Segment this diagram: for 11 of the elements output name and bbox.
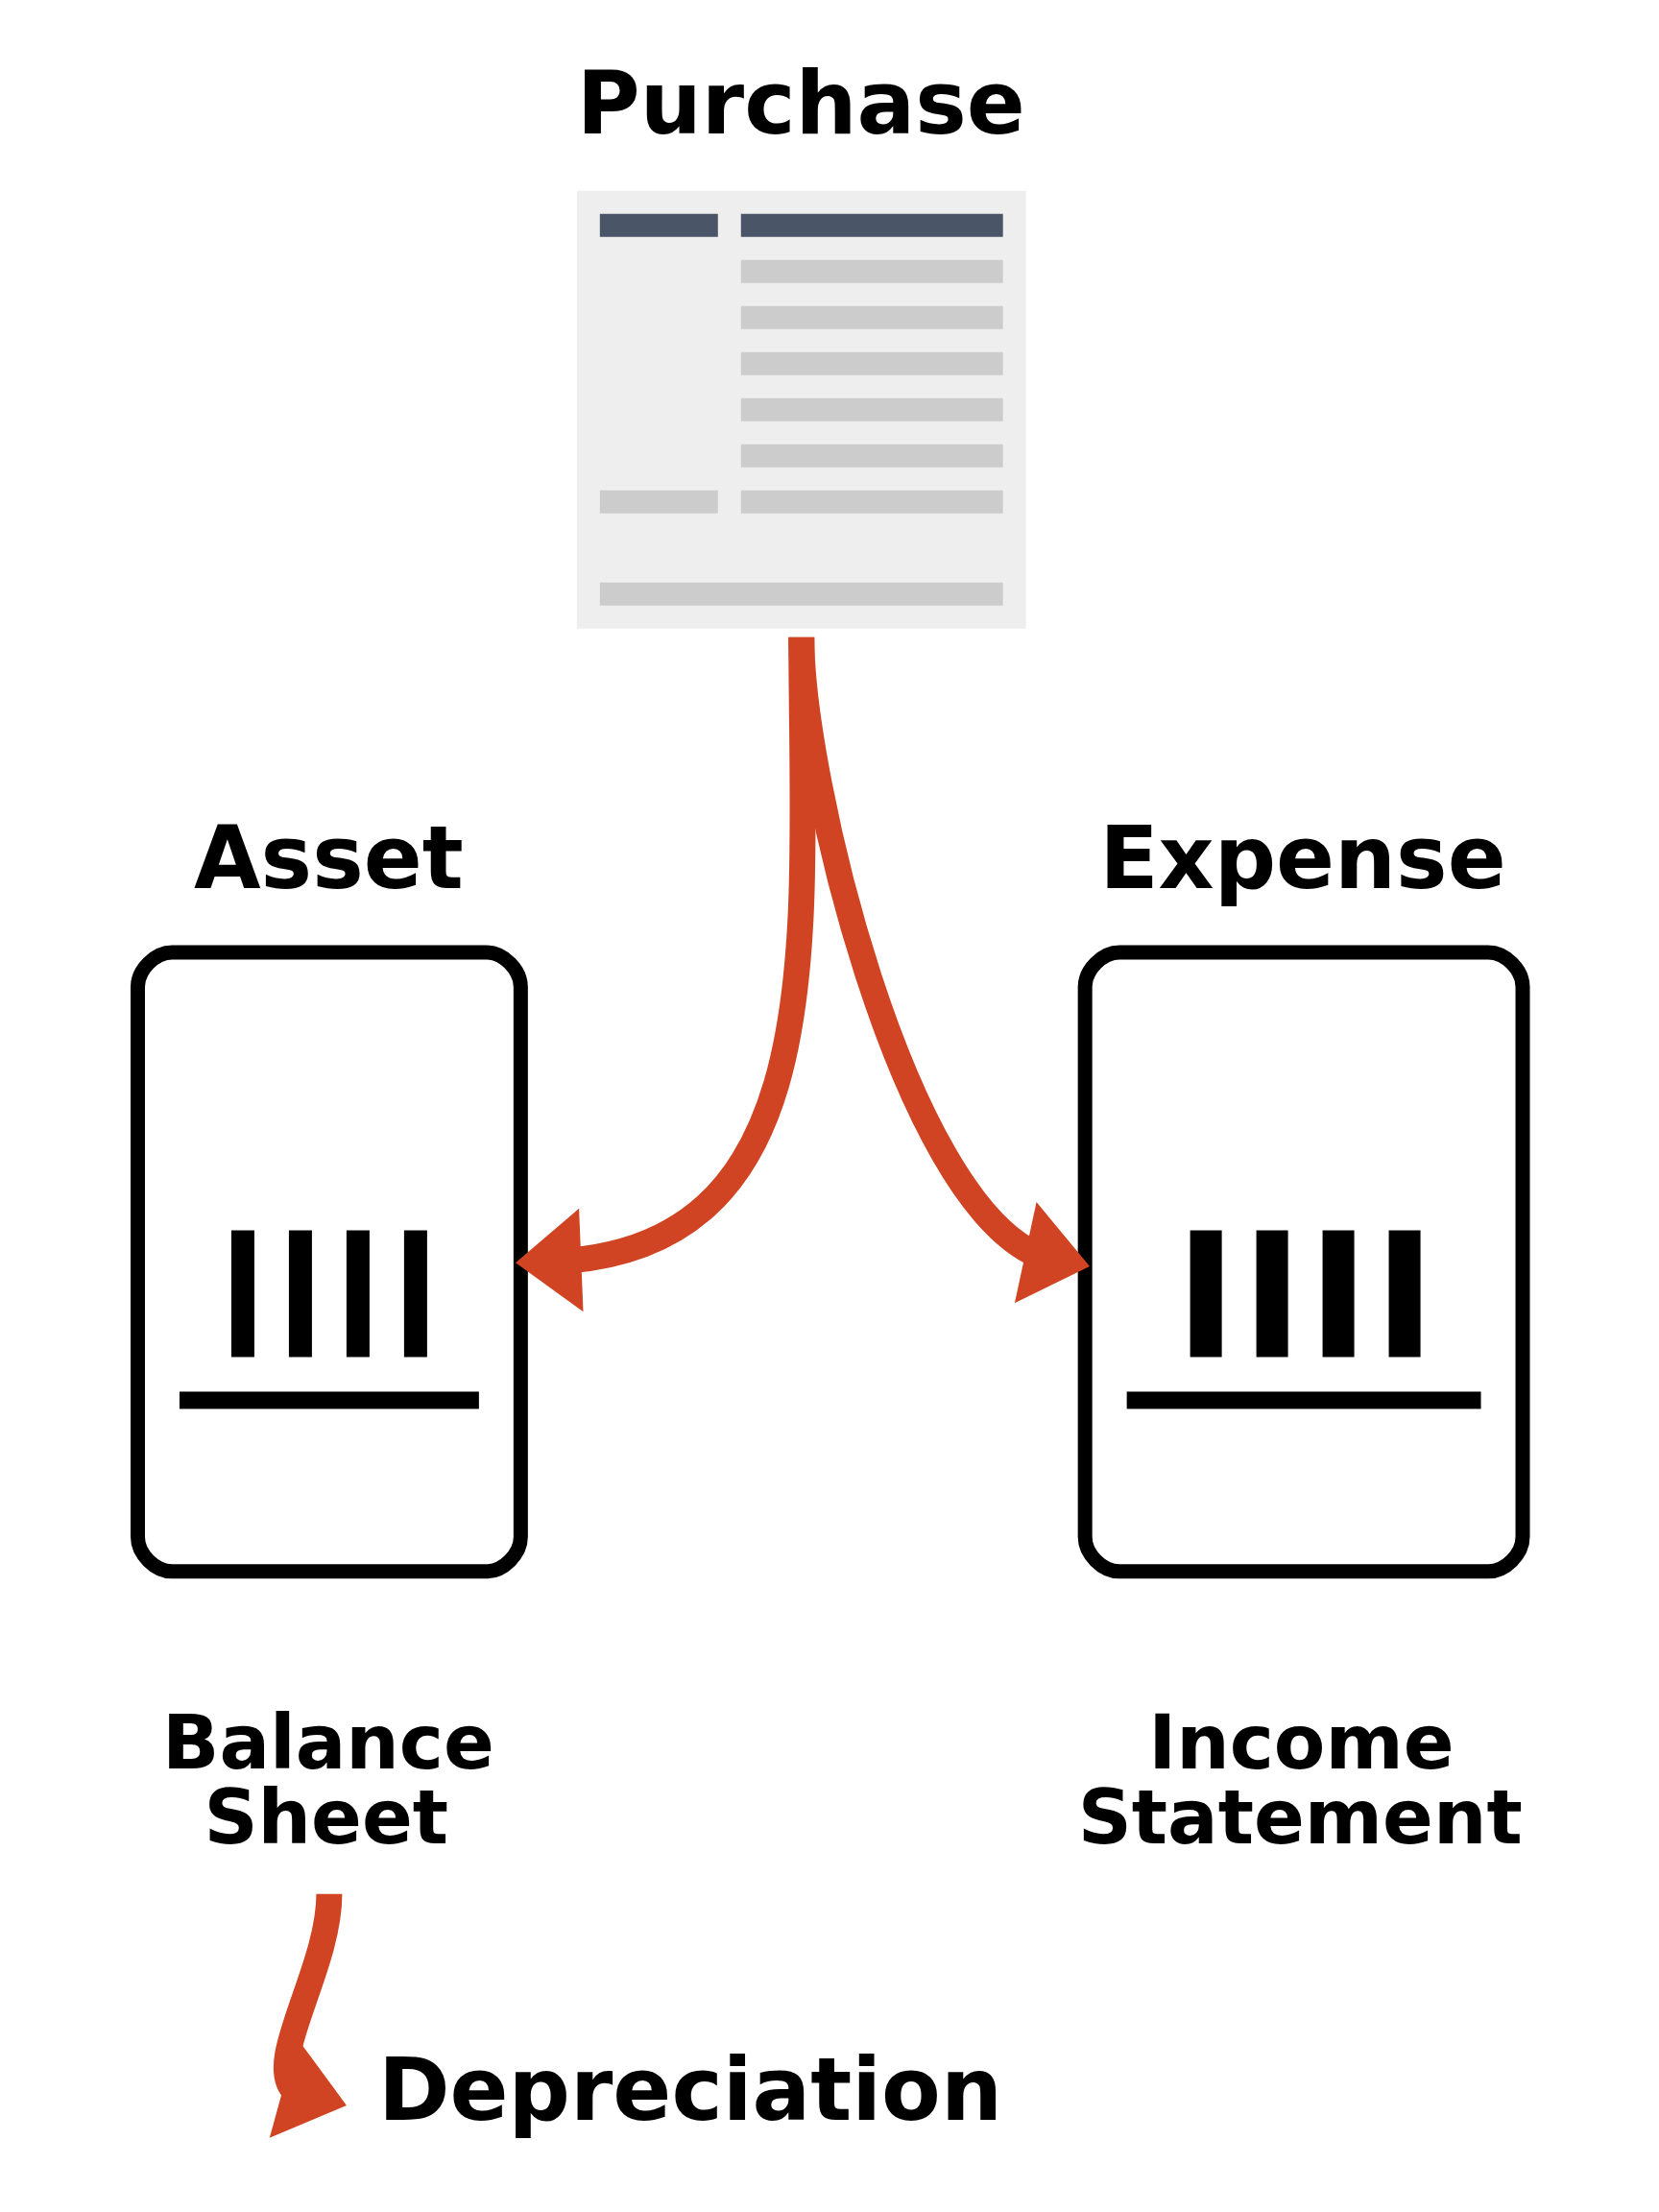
node-box [1077,945,1530,1578]
arrow [788,636,1090,1303]
node-label: Expense [1099,806,1506,908]
node-text: Depreciation [377,2038,1002,2140]
node-label: Income Statement [1077,1698,1523,1861]
node-box [576,190,1026,629]
node-label: Purchase [576,52,1025,154]
node-label: Balance Sheet [161,1698,494,1861]
node-box [131,945,528,1578]
node-label: Asset [193,806,464,908]
arrow [269,1892,347,2138]
